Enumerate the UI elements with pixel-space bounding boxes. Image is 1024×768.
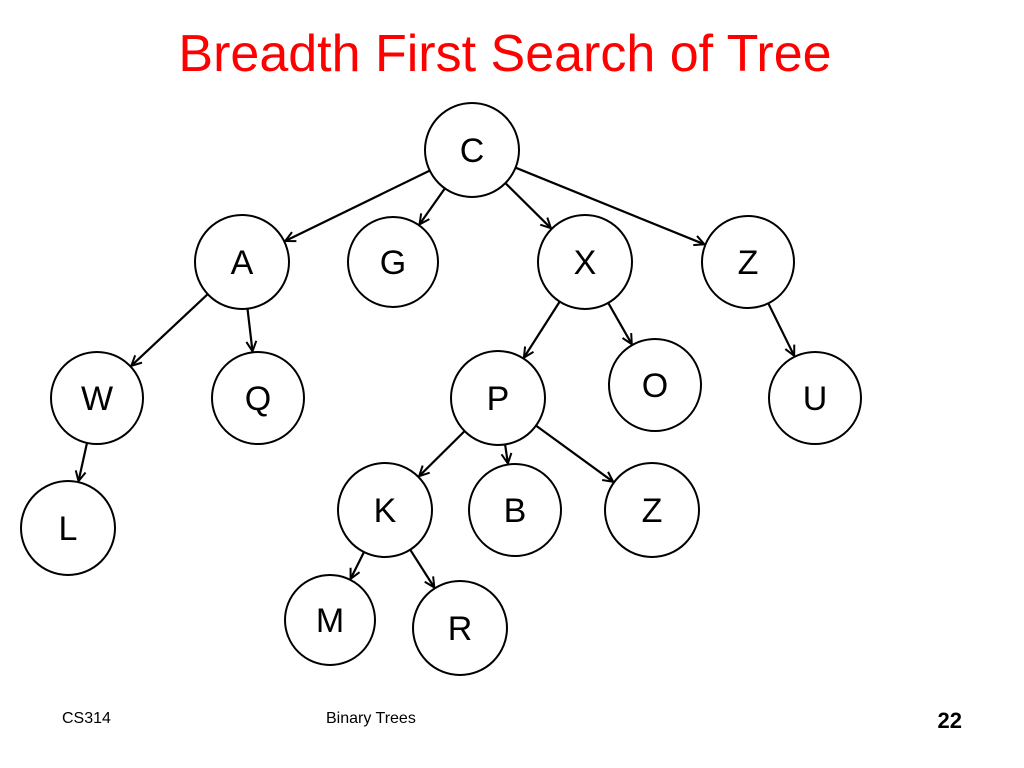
- node-circle: [468, 463, 562, 557]
- node-label: B: [504, 492, 527, 530]
- tree-node-b: B: [468, 463, 562, 557]
- node-label: U: [803, 380, 828, 418]
- node-circle: [701, 215, 795, 309]
- node-label: Q: [245, 380, 271, 418]
- node-label: A: [231, 244, 254, 282]
- footer-page-number: 22: [937, 708, 962, 733]
- tree-node-o: O: [608, 338, 702, 432]
- footer-topic: Binary Trees: [326, 710, 416, 727]
- node-label: L: [59, 510, 78, 548]
- tree-node-z2: Z: [604, 462, 700, 558]
- tree-node-u: U: [768, 351, 862, 445]
- node-label: C: [460, 132, 485, 170]
- nodes-layer: C A G X Z W Q P O U L K B Z M R: [20, 102, 862, 676]
- node-circle: [284, 574, 376, 666]
- node-circle: [537, 214, 633, 310]
- tree-node-r: R: [412, 580, 508, 676]
- edges-layer: [79, 166, 795, 588]
- node-circle: [608, 338, 702, 432]
- slide-title: Breadth First Search of Tree: [178, 25, 832, 83]
- tree-node-x: X: [537, 214, 633, 310]
- tree-node-a: A: [194, 214, 290, 310]
- node-circle: [50, 351, 144, 445]
- node-label: X: [574, 244, 597, 282]
- edge-a-to-w: [131, 293, 209, 366]
- node-circle: [450, 350, 546, 446]
- edge-p-to-k: [419, 430, 466, 476]
- edge-c-to-a: [285, 169, 431, 241]
- node-circle: [337, 462, 433, 558]
- node-label: Z: [738, 244, 759, 282]
- edge-k-to-r: [409, 549, 434, 588]
- tree-node-k: K: [337, 462, 433, 558]
- node-label: K: [374, 492, 397, 530]
- node-circle: [347, 216, 439, 308]
- node-label: G: [380, 244, 406, 282]
- edge-k-to-m: [351, 551, 365, 579]
- edge-x-to-p: [524, 301, 561, 358]
- node-label: M: [316, 602, 344, 640]
- edge-c-to-x: [504, 182, 551, 228]
- edge-w-to-l: [79, 442, 89, 481]
- node-circle: [768, 351, 862, 445]
- tree-node-w: W: [50, 351, 144, 445]
- node-circle: [211, 351, 305, 445]
- node-circle: [424, 102, 520, 198]
- node-circle: [194, 214, 290, 310]
- node-label: R: [448, 610, 473, 648]
- node-label: Z: [642, 492, 663, 530]
- node-label: O: [642, 367, 668, 405]
- footer-course: CS314: [62, 710, 111, 727]
- tree-node-g: G: [347, 216, 439, 308]
- edge-z1-to-u: [767, 302, 794, 356]
- tree-node-p: P: [450, 350, 546, 446]
- tree-node-z1: Z: [701, 215, 795, 309]
- node-circle: [20, 480, 116, 576]
- edge-c-to-z1: [515, 166, 705, 245]
- tree-node-l: L: [20, 480, 116, 576]
- node-label: W: [81, 380, 113, 418]
- edge-p-to-b: [505, 444, 508, 464]
- node-circle: [412, 580, 508, 676]
- edge-a-to-q: [248, 308, 253, 352]
- node-circle: [604, 462, 700, 558]
- edge-x-to-o: [607, 302, 632, 344]
- edge-p-to-z2: [535, 424, 613, 482]
- tree-node-c: C: [424, 102, 520, 198]
- tree-node-m: M: [284, 574, 376, 666]
- node-label: P: [487, 380, 510, 418]
- edge-c-to-g: [420, 187, 446, 224]
- tree-node-q: Q: [211, 351, 305, 445]
